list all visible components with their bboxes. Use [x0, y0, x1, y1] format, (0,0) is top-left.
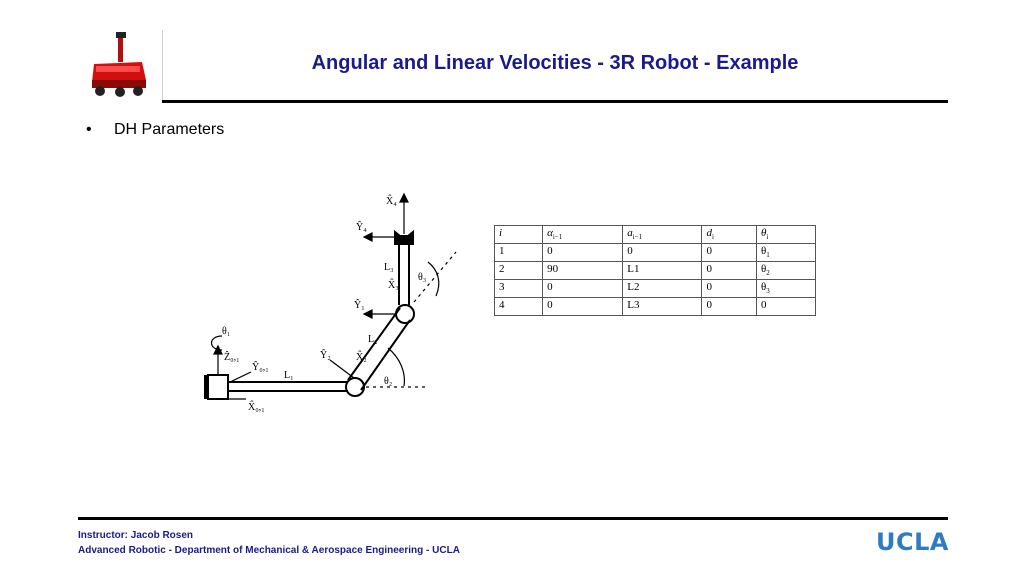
table-cell: 0	[756, 297, 816, 316]
header-divider	[162, 100, 948, 103]
label-l2: L₂	[368, 334, 378, 345]
table-cell: 4	[493, 297, 544, 316]
footer: Instructor: Jacob Rosen Advanced Robotic…	[78, 528, 460, 558]
label-l3: L₃	[384, 262, 394, 273]
table-cell: θ3	[756, 279, 816, 298]
joint-2	[345, 377, 365, 397]
header-cell: ai−1	[622, 225, 703, 244]
table-cell: 0	[701, 243, 758, 262]
table-cell: 1	[493, 243, 544, 262]
dh-parameter-table: i αi−1 ai−1 di θi 1 0 0 0 θ1 2 90 L1 0 θ…	[493, 225, 816, 316]
label-y1: Ŷ₁	[354, 299, 365, 311]
table-row: 2 90 L1 0 θ2	[493, 261, 816, 280]
label-y2: Ŷ₂	[320, 349, 331, 361]
header-cell: i	[493, 225, 544, 244]
header-cell: di	[701, 225, 758, 244]
table-cell: θ1	[756, 243, 816, 262]
base-block	[207, 374, 229, 400]
joint-3	[395, 304, 415, 324]
table-cell: L3	[622, 297, 703, 316]
ucla-logo: UCLA	[876, 528, 949, 556]
bullet-marker: •	[86, 121, 92, 138]
table-row: 1 0 0 0 θ1	[493, 243, 816, 262]
table-row: 3 0 L2 0 θ3	[493, 279, 816, 298]
label-x01: X̂₀,₁	[248, 400, 265, 413]
bullet-item: • DH Parameters	[86, 121, 224, 139]
footer-divider	[78, 517, 948, 520]
table-cell: 0	[622, 243, 703, 262]
table-cell: 0	[701, 279, 758, 298]
table-row: 4 0 L3 0 0	[493, 297, 816, 316]
table-cell: 0	[542, 243, 624, 262]
table-cell: 0	[542, 297, 624, 316]
robot-logo	[92, 32, 146, 97]
slide-title: Angular and Linear Velocities - 3R Robot…	[311, 52, 799, 74]
table-cell: 3	[493, 279, 544, 298]
label-z01: Ẑ₀,₁	[224, 351, 240, 363]
label-x2: X̂₂	[356, 350, 367, 363]
table-cell: 2	[493, 261, 544, 280]
label-th2: θ₂	[384, 376, 392, 387]
header-left-divider	[162, 30, 163, 102]
label-th1: θ₁	[222, 326, 230, 337]
label-x3: X̂₃	[388, 278, 399, 291]
table-cell: 0	[701, 297, 758, 316]
table-header-row: i αi−1 ai−1 di θi	[493, 225, 816, 244]
label-x4: X̂₄	[386, 194, 397, 207]
label-th3: θ₃	[418, 272, 426, 283]
table-cell: 0	[701, 261, 758, 280]
table-cell: 90	[542, 261, 624, 280]
footer-course: Advanced Robotic - Department of Mechani…	[78, 545, 460, 556]
label-l1: L₁	[284, 370, 294, 381]
bullet-text: DH Parameters	[114, 121, 225, 138]
table-cell: 0	[542, 279, 624, 298]
footer-instructor: Instructor: Jacob Rosen	[78, 530, 194, 541]
table-cell: θ2	[756, 261, 816, 280]
label-y01: Ŷ₀,₁	[252, 361, 269, 373]
label-y4: Ŷ₄	[356, 221, 367, 233]
robot-arm-diagram: X̂₄ Ŷ₄ L₃ θ₃ X̂₃ Ŷ₁ θ₁ Ẑ₀,₁ Ŷ₀,₁ Ŷ₂ L₂ X…	[204, 192, 457, 413]
header-cell: θi	[756, 225, 816, 244]
header-cell: αi−1	[542, 225, 624, 244]
table-cell: L1	[622, 261, 703, 280]
table-cell: L2	[622, 279, 703, 298]
